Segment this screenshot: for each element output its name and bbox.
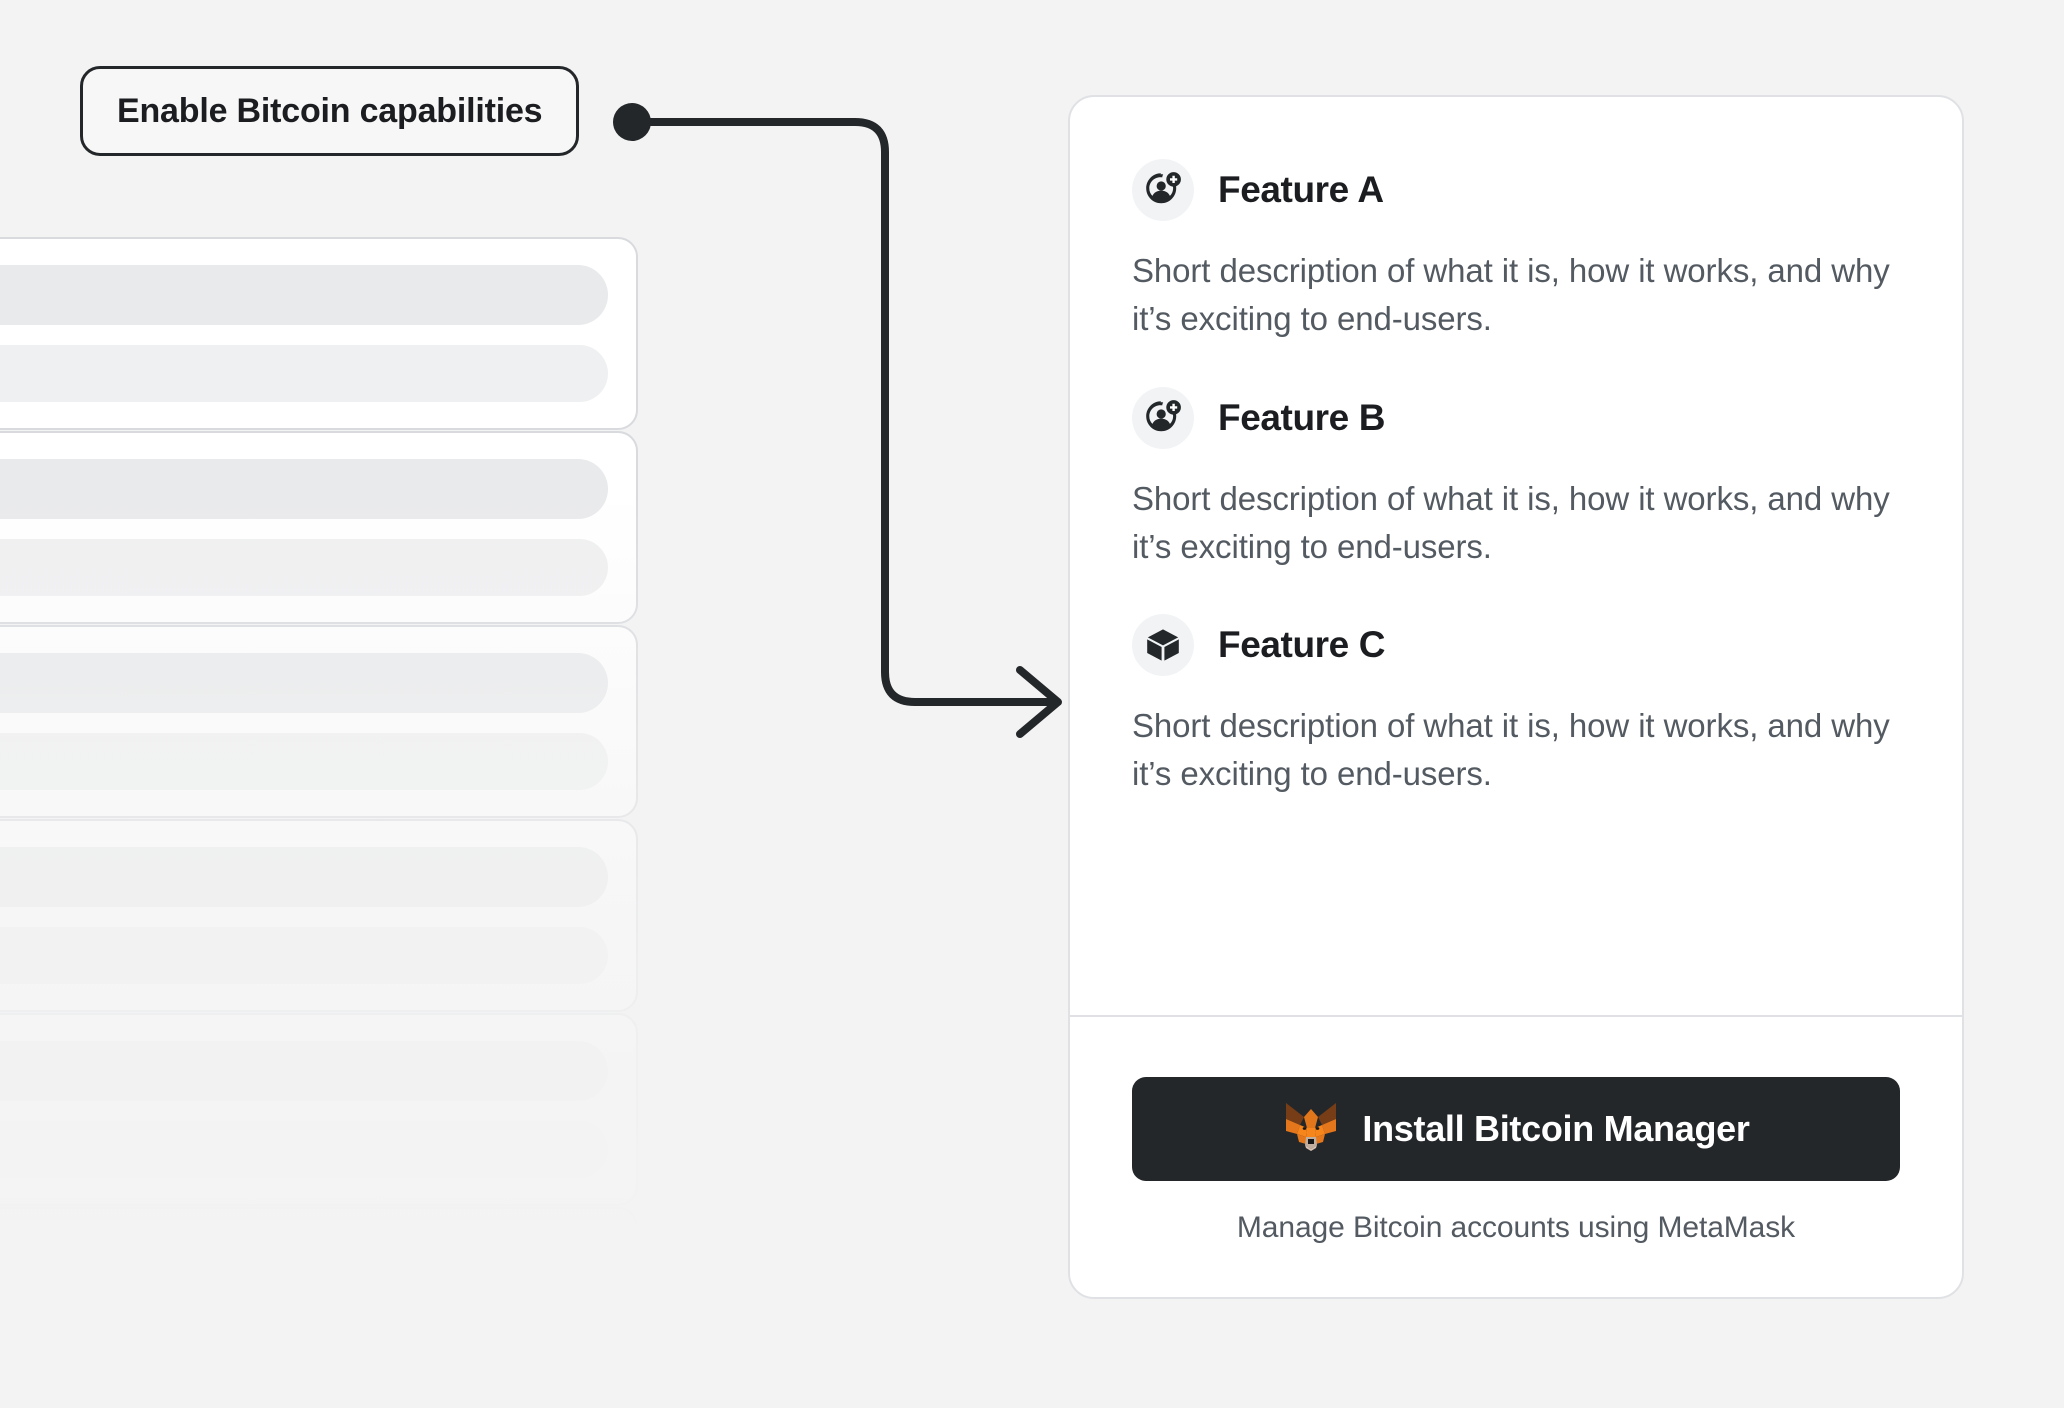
skeleton-bar-secondary: [0, 539, 608, 596]
card-footer: Install Bitcoin Manager Manage Bitcoin a…: [1070, 1015, 1962, 1297]
feature-description: Short description of what it is, how it …: [1132, 707, 1890, 793]
skeleton-bar-primary: [0, 1041, 608, 1102]
feature-title: Feature A: [1218, 169, 1384, 210]
install-caption: Manage Bitcoin accounts using MetaMask: [1236, 1211, 1796, 1244]
skeleton-bar-primary: [0, 847, 608, 908]
features-card: Feature A Short description of what it i…: [1068, 95, 1964, 1299]
feature-title: Feature B: [1218, 396, 1386, 438]
feature-item-a: Feature A Short description of what it i…: [1132, 159, 1900, 343]
skeleton-card: [0, 431, 638, 624]
callout-pill[interactable]: Enable Bitcoin capabilities: [80, 66, 580, 156]
skeleton-bar-secondary: [0, 345, 608, 402]
skeleton-bar-primary: [0, 459, 608, 520]
skeleton-card: [0, 819, 638, 1012]
features-list: Feature A Short description of what it i…: [1070, 97, 1962, 1015]
add-account-icon: [1132, 159, 1194, 221]
skeleton-placeholder-column: [0, 237, 638, 1408]
skeleton-bar-primary: [0, 265, 608, 326]
skeleton-bar-primary: [0, 653, 608, 714]
feature-header: Feature A: [1132, 159, 1900, 221]
feature-description: Short description of what it is, how it …: [1132, 252, 1890, 337]
feature-item-c: Feature C Short description of what it i…: [1132, 614, 1900, 798]
add-account-icon: [1132, 386, 1194, 449]
skeleton-card: [0, 237, 638, 430]
skeleton-bar-secondary: [0, 733, 608, 790]
callout-pill-label: Enable Bitcoin capabilities: [117, 91, 543, 130]
skeleton-card: [0, 625, 638, 818]
feature-header: Feature B: [1132, 386, 1900, 449]
skeleton-bar-secondary: [0, 927, 608, 984]
install-button-label: Install Bitcoin Manager: [1362, 1108, 1750, 1149]
skeleton-bar-primary: [0, 1235, 608, 1296]
feature-header: Feature C: [1132, 614, 1900, 677]
feature-title: Feature C: [1218, 624, 1386, 666]
skeleton-card: [0, 1207, 638, 1400]
skeleton-bar-secondary: [0, 1121, 608, 1178]
skeleton-card: [0, 1013, 638, 1206]
feature-item-b: Feature B Short description of what it i…: [1132, 386, 1900, 571]
feature-description: Short description of what it is, how it …: [1132, 479, 1890, 565]
cube-icon: [1132, 614, 1194, 677]
skeleton-bar-secondary: [0, 1315, 608, 1372]
install-bitcoin-manager-button[interactable]: Install Bitcoin Manager: [1132, 1077, 1900, 1181]
metamask-fox-icon: [1282, 1101, 1340, 1158]
